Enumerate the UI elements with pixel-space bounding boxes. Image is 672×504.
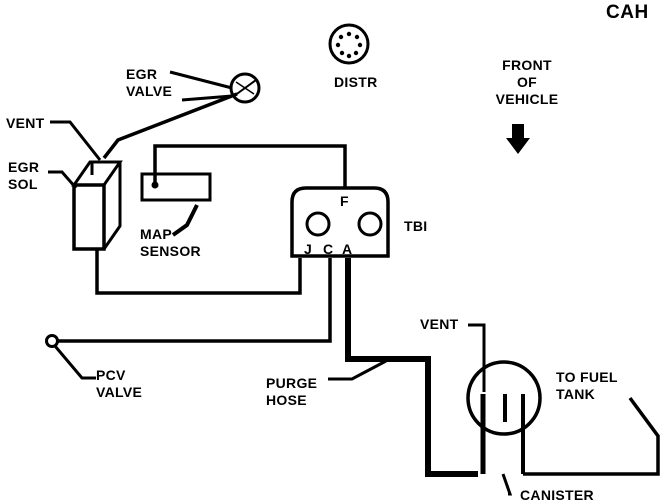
egr-valve-hose — [102, 92, 238, 160]
canister — [466, 360, 542, 474]
purge-hose-label: PURGE HOSE — [266, 375, 318, 408]
tbi-unit — [290, 186, 390, 258]
map-sensor-leader — [171, 204, 199, 237]
egr-sol-label: EGR SOL — [8, 159, 40, 192]
pcv-valve — [45, 334, 59, 348]
canister-label: CANISTER — [520, 487, 594, 503]
to-fuel-tank-label: TO FUEL TANK — [556, 369, 618, 402]
egr-valve-label: EGR VALVE — [126, 66, 173, 99]
distributor — [328, 23, 370, 65]
purge-hose-leader — [328, 359, 387, 381]
pcv-valve-label: PCV VALVE — [96, 367, 143, 400]
egr-valve-leader — [169, 70, 233, 90]
map-sensor-label: MAP SENSOR — [140, 226, 201, 259]
vent-left-leader — [50, 120, 102, 161]
egr-valve — [229, 72, 261, 104]
canister-leader — [501, 473, 513, 496]
purge-hose — [345, 258, 478, 477]
pcv-hose — [57, 258, 332, 343]
egr-sol-leader — [48, 170, 78, 189]
distr-label: DISTR — [334, 74, 378, 90]
front-arrow-icon — [506, 124, 530, 154]
pcv-valve-leader — [53, 345, 96, 380]
diagram-code: CAH — [606, 2, 649, 23]
vent-right-label: VENT — [420, 316, 459, 332]
vent-left-label: VENT — [6, 115, 45, 131]
egr-sol-hose — [95, 249, 302, 295]
tbi-port-j: J — [304, 241, 313, 257]
vent-right-leader — [468, 323, 486, 392]
front-of-vehicle-label: FRONT OF VEHICLE — [495, 57, 559, 107]
tbi-port-f: F — [340, 193, 349, 209]
egr-solenoid — [71, 160, 123, 251]
tbi-port-a: A — [342, 241, 353, 257]
map-sensor — [140, 172, 212, 202]
map-sensor-hose — [153, 144, 347, 188]
tbi-label: TBI — [404, 218, 428, 234]
tbi-port-c: C — [323, 241, 334, 257]
egr-valve-leader — [181, 94, 233, 102]
fuel-tank-hose — [523, 396, 660, 476]
